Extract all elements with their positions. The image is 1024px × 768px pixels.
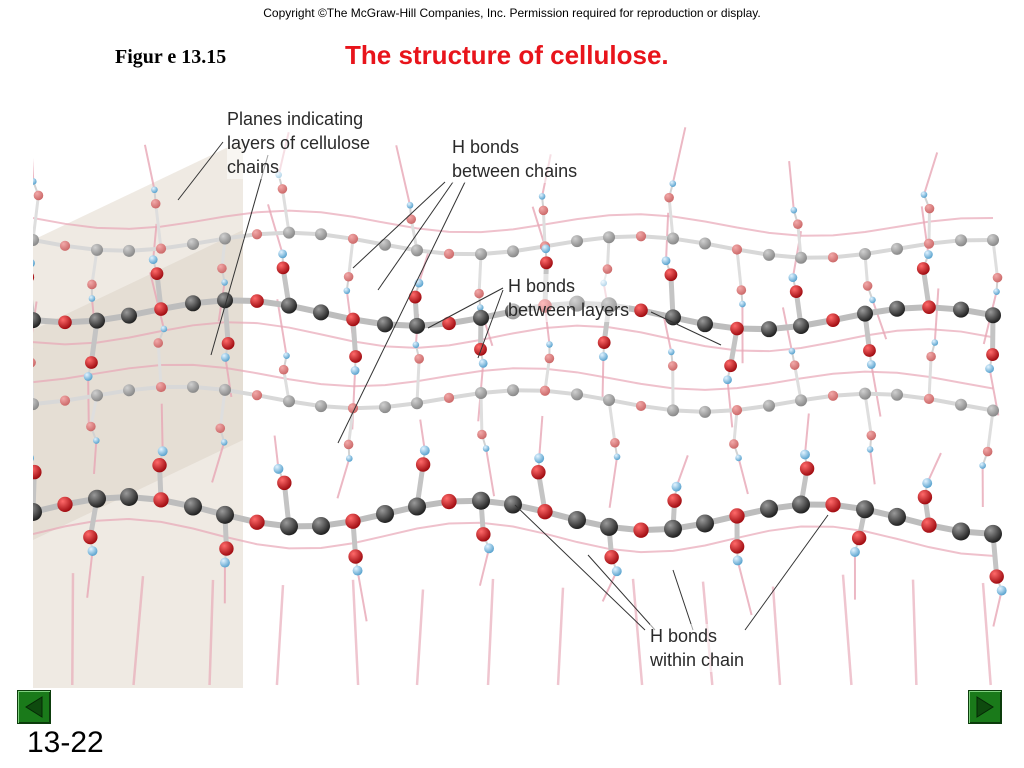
callout-hbonds-within-chain: H bonds within chain [650, 624, 745, 672]
next-slide-button[interactable] [968, 690, 1002, 724]
callout-hbonds-between-chains: H bonds between chains [452, 135, 578, 183]
page-title: The structure of cellulose. [345, 40, 669, 70]
callout-hbonds-between-layers: H bonds between layers [508, 274, 630, 322]
callout-planes: Planes indicating layers of cellulose ch… [227, 107, 371, 179]
previous-slide-button[interactable] [17, 690, 51, 724]
triangle-left-icon [25, 696, 43, 718]
cellulose-structure-diagram [33, 127, 1007, 688]
slide-number: 13-22 [27, 726, 104, 759]
callout-leader-lines [177, 141, 829, 631]
copyright-notice: Copyright ©The McGraw-Hill Companies, In… [263, 6, 761, 20]
triangle-right-icon [976, 696, 994, 718]
figure-label: Figur e 13.15 [115, 46, 227, 68]
